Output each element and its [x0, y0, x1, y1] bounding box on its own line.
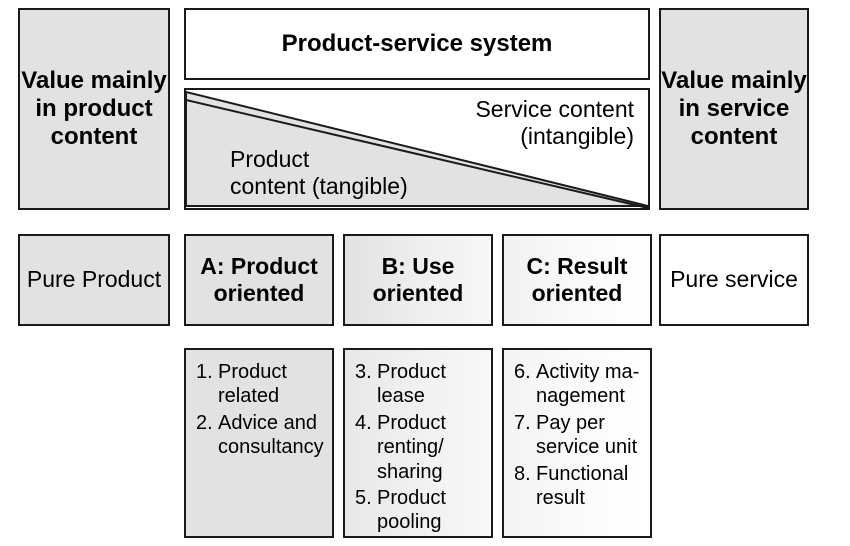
value-mainly-product-box: Value mainly in product content	[18, 8, 170, 210]
list-item: 8. Functional result	[514, 462, 642, 511]
list-item-text: Product pooling	[377, 486, 446, 534]
list-item-number: 1.	[196, 361, 213, 383]
category-b-box: B: Use oriented	[343, 234, 493, 326]
service-content-label: Service content (intangible)	[475, 96, 634, 150]
wedge-divider-line	[186, 99, 648, 208]
list-item-number: 7.	[514, 411, 531, 434]
product-service-system-header: Product-service system	[184, 8, 650, 80]
list-item-text: Activity ma-nagement	[536, 361, 640, 408]
list-item-text: Product related	[218, 361, 287, 408]
product-service-system-label: Product-service system	[281, 29, 553, 57]
list-item-number: 8.	[514, 462, 531, 485]
list-item-text: Product renting/ sharing	[377, 411, 446, 483]
list-item-number: 4.	[355, 411, 372, 434]
value-mainly-product-label: Value mainly in product content	[21, 66, 167, 151]
category-c-box: C: Result oriented	[502, 234, 652, 326]
category-b-label: B: Use oriented	[372, 252, 464, 306]
list-item: 7. Pay per service unit	[514, 411, 642, 460]
category-a-box: A: Product oriented	[184, 234, 334, 326]
list-item-text: Advice and consultancy	[218, 411, 324, 459]
content-balance-wedge: Service content (intangible) Product con…	[184, 88, 650, 210]
category-a-list: 1. Product related 2. Advice and consult…	[196, 360, 324, 460]
value-mainly-service-label: Value mainly in service content	[661, 66, 807, 151]
category-b-list-box: 3. Product lease 4. Product renting/ sha…	[343, 348, 493, 538]
category-c-label: C: Result oriented	[526, 252, 628, 306]
pure-product-box: Pure Product	[18, 234, 170, 326]
list-item: 1. Product related	[196, 360, 324, 409]
list-item: 4. Product renting/ sharing	[355, 411, 483, 484]
pure-service-box: Pure service	[659, 234, 809, 326]
category-c-list: 6. Activity ma-nagement 7. Pay per servi…	[514, 360, 642, 510]
list-item-number: 2.	[196, 411, 213, 434]
value-mainly-service-box: Value mainly in service content	[659, 8, 809, 210]
category-b-list: 3. Product lease 4. Product renting/ sha…	[355, 360, 483, 535]
list-item-text: Product lease	[377, 361, 446, 408]
category-a-label: A: Product oriented	[200, 252, 318, 306]
category-c-list-box: 6. Activity ma-nagement 7. Pay per servi…	[502, 348, 652, 538]
list-item-text: Pay per service unit	[536, 411, 638, 459]
list-item: 2. Advice and consultancy	[196, 411, 324, 460]
pure-service-label: Pure service	[670, 266, 798, 293]
list-item: 3. Product lease	[355, 360, 483, 409]
list-item: 6. Activity ma-nagement	[514, 360, 642, 409]
list-item: 5. Product pooling	[355, 486, 483, 535]
product-content-label: Product content (tangible)	[230, 146, 408, 200]
category-a-list-box: 1. Product related 2. Advice and consult…	[184, 348, 334, 538]
list-item-text: Functional result	[536, 462, 629, 509]
list-item-number: 6.	[514, 361, 531, 383]
list-item-number: 3.	[355, 361, 372, 383]
product-content-wedge	[186, 90, 648, 207]
pure-product-label: Pure Product	[26, 266, 162, 293]
list-item-number: 5.	[355, 486, 372, 509]
wedge-shapes	[186, 90, 648, 208]
